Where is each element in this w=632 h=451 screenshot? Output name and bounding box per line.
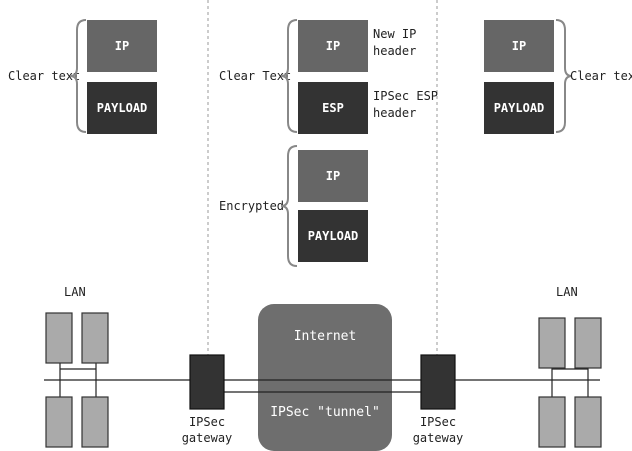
lan-left-pc-3 <box>45 396 73 448</box>
lan-right-label: LAN <box>556 285 578 299</box>
lan-right-pc-2 <box>574 317 602 369</box>
gateway-right-label-line2: gateway <box>413 431 464 445</box>
right-ip-box <box>484 20 554 72</box>
right-packet: IP PAYLOAD Clear text <box>484 19 632 134</box>
center-esp-box-label: ESP <box>322 101 344 115</box>
new-ip-header-annotation-line1: New IP <box>373 27 416 41</box>
internet-label: Internet <box>294 329 357 344</box>
gateway-right-label-line1: IPSec <box>420 415 456 429</box>
gateway-left-label-line2: gateway <box>182 431 233 445</box>
lan-left-pc-2 <box>81 312 109 364</box>
left-payload-box-label: PAYLOAD <box>97 101 148 115</box>
center-esp-box <box>298 82 368 134</box>
tunnel-label: IPSec "tunnel" <box>270 405 380 420</box>
gateway-left-label-line1: IPSec <box>189 415 225 429</box>
center-packet: Clear Text IP ESP New IP header IPSec ES… <box>219 19 438 267</box>
esp-header-annotation-line1: IPSec ESP <box>373 89 438 103</box>
center-clear-text-label: Clear Text <box>219 69 291 83</box>
left-ip-box <box>87 20 157 72</box>
center-payload-box-label: PAYLOAD <box>308 229 359 243</box>
center-inner-ip-box <box>298 150 368 202</box>
left-payload-box <box>87 82 157 134</box>
left-clear-text-label: Clear text <box>8 69 80 83</box>
new-ip-header-annotation-line2: header <box>373 44 416 58</box>
lan-left-pc-1 <box>45 312 73 364</box>
right-payload-box <box>484 82 554 134</box>
lan-right-pc-1 <box>538 317 566 369</box>
center-payload-box <box>298 210 368 262</box>
gateway-left <box>189 354 225 410</box>
left-ip-box-label: IP <box>115 39 129 53</box>
left-packet: Clear text IP PAYLOAD <box>8 19 157 134</box>
center-encrypted-brace <box>280 145 298 267</box>
lan-right-pc-4 <box>574 396 602 448</box>
right-clear-text-label: Clear text <box>570 69 632 83</box>
center-encrypted-label: Encrypted <box>219 199 284 213</box>
center-new-ip-box <box>298 20 368 72</box>
right-ip-box-label: IP <box>512 39 526 53</box>
lan-right-pc-3 <box>538 396 566 448</box>
lan-left-pc-4 <box>81 396 109 448</box>
center-inner-ip-box-label: IP <box>326 169 340 183</box>
right-brace <box>555 19 573 133</box>
lan-left-label: LAN <box>64 285 86 299</box>
esp-header-annotation-line2: header <box>373 106 416 120</box>
gateway-right <box>420 354 456 410</box>
center-clear-brace <box>280 19 298 133</box>
right-payload-box-label: PAYLOAD <box>494 101 545 115</box>
center-new-ip-box-label: IP <box>326 39 340 53</box>
internet-cloud <box>258 304 392 451</box>
network: Internet IPSec "tunnel" LAN IPSec gatewa… <box>44 285 602 451</box>
left-brace <box>69 19 87 133</box>
